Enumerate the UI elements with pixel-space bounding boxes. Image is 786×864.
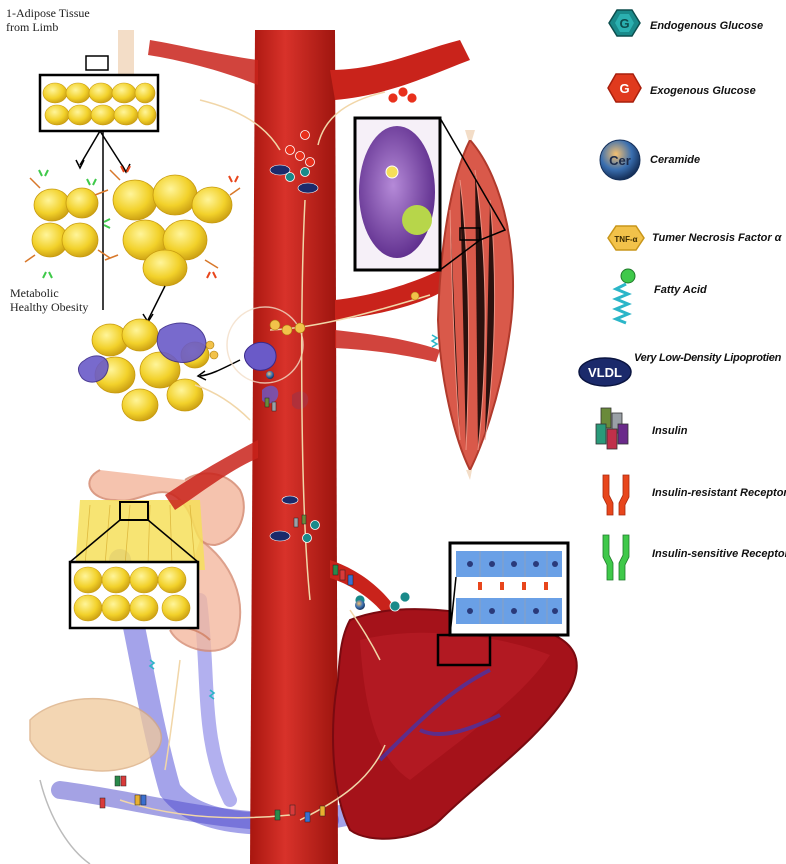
svg-text:Cer: Cer xyxy=(609,153,631,168)
svg-text:G: G xyxy=(619,81,629,96)
svg-text:TNF-α: TNF-α xyxy=(614,235,637,244)
legend-label-vldl: Very Low-Density Lipoprotien xyxy=(634,352,781,364)
insulin-sensitive-receptor-icon xyxy=(603,535,629,580)
fatty-acid-icon xyxy=(616,269,635,323)
endogenous-glucose-icon: G xyxy=(609,10,640,36)
legend-label-exogenous-glucose: Exogenous Glucose xyxy=(650,85,756,97)
metabolic-obesity-label: Metabolic Healthy Obesity xyxy=(10,286,88,314)
legend-label-fatty-acid: Fatty Acid xyxy=(654,284,707,296)
adipose-limb-label: 1-Adipose Tissue from Limb xyxy=(6,6,90,34)
ceramide-icon: Cer xyxy=(600,140,640,180)
roaming-macrophage xyxy=(245,342,277,370)
skeletal-muscle xyxy=(438,130,513,480)
legend-label-insulin: Insulin xyxy=(652,425,687,437)
legend-label-endogenous-glucose: Endogenous Glucose xyxy=(650,20,763,32)
exogenous-glucose-icon: G xyxy=(608,74,641,102)
insulin-icon xyxy=(596,408,628,449)
legend-label-ceramide: Ceramide xyxy=(650,154,700,166)
adipocyte-cluster-small xyxy=(25,170,110,278)
legend-label-insulin-resistant-receptor: Insulin-resistant Receptor xyxy=(652,487,786,499)
legend-icons: G G Cer TNF-α VLDL xyxy=(579,10,644,580)
svg-text:G: G xyxy=(619,16,629,31)
insulin-resistant-receptor-icon xyxy=(603,475,629,515)
vldl-icon: VLDL xyxy=(579,358,631,386)
tnf-alpha-icon: TNF-α xyxy=(608,226,644,250)
legend-label-tnf-alpha: Tumer Necrosis Factor α xyxy=(652,232,782,244)
adipocyte-cluster-large xyxy=(105,166,240,322)
limb-adipose-inset xyxy=(40,30,158,310)
svg-text:VLDL: VLDL xyxy=(588,365,622,380)
legend-label-insulin-sensitive-receptor: Insulin-sensitive Receptor xyxy=(652,548,786,560)
